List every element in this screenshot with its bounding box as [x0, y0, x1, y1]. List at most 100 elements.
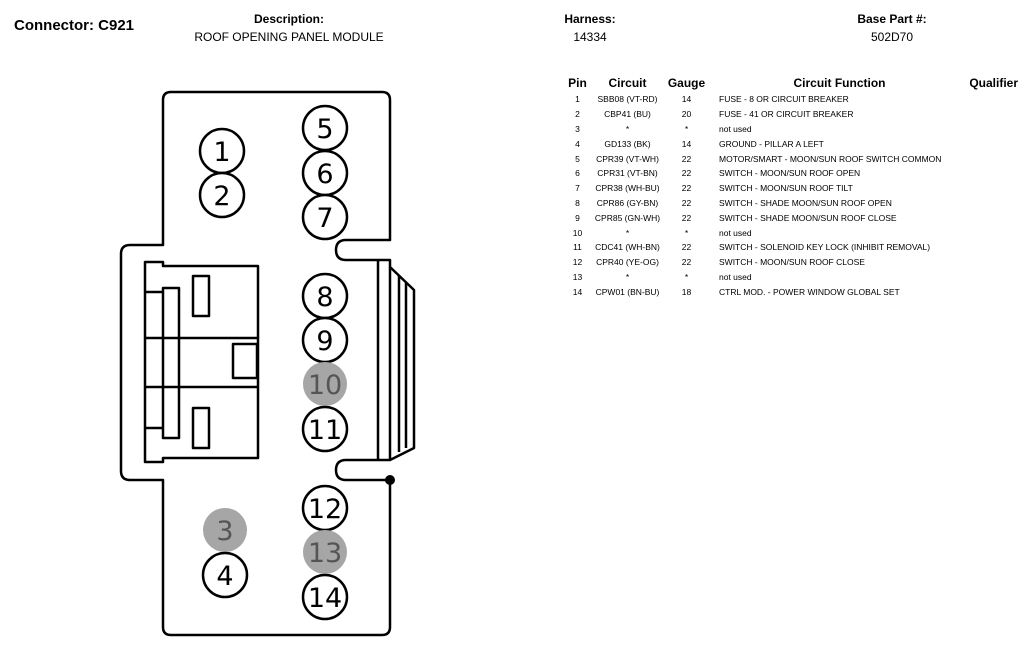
- table-row: 3 * * not used: [562, 122, 1018, 137]
- pin-circle: [198, 171, 246, 219]
- connector-title: Connector: C921: [14, 17, 135, 34]
- cell-function: SWITCH - SOLENOID KEY LOCK (INHIBIT REMO…: [719, 242, 931, 253]
- cell-pin: 8: [575, 197, 580, 208]
- pin-label: 12: [308, 494, 342, 525]
- pin-10: 10: [303, 362, 347, 406]
- cell-qualifier: [968, 270, 1018, 285]
- table-row: 13**not used: [562, 270, 1018, 285]
- cell-qualifier: [968, 196, 1018, 211]
- cell-qualifier: [968, 255, 1018, 270]
- cell-qualifier: [968, 225, 1018, 240]
- cell-gauge: 22: [681, 242, 692, 253]
- cell-gauge: 22: [681, 257, 692, 268]
- header-circuit: Circuit: [608, 76, 647, 90]
- cell-function: CTRL MOD. - POWER WINDOW GLOBAL SET: [719, 286, 900, 297]
- cell-circuit: CDC41 (WH-BN): [595, 242, 660, 253]
- cell-gauge: 20: [681, 109, 692, 120]
- cell-gauge: 22: [681, 212, 692, 223]
- latch-key: [231, 342, 259, 380]
- latch-tab: [191, 406, 211, 450]
- cell-function: SWITCH - MOON/SUN ROOF OPEN: [719, 168, 861, 179]
- cell-function: FUSE - 8 OR CIRCUIT BREAKER: [719, 94, 849, 105]
- latch-tab: [191, 274, 211, 318]
- pin-5: 5: [301, 104, 349, 152]
- pin-label: 13: [308, 538, 342, 569]
- cell-gauge: *: [684, 123, 689, 134]
- latch-bar: [161, 286, 181, 440]
- pin-11: 11: [301, 405, 349, 453]
- cell-function: FUSE - 41 OR CIRCUIT BREAKER: [719, 109, 854, 120]
- description-value: ROOF OPENING PANEL MODULE: [194, 30, 384, 44]
- cell-function: GROUND - PILLAR A LEFT: [719, 138, 824, 149]
- pin-3: 3: [203, 508, 247, 552]
- cell-circuit: CPR31 (VT-BN): [597, 168, 658, 179]
- pin-4: 4: [201, 551, 249, 599]
- cell-gauge: 14: [681, 138, 692, 149]
- table-row: 10**not used: [562, 225, 1018, 240]
- connector-housing-outline: [119, 90, 416, 637]
- cell-gauge: 22: [681, 183, 692, 194]
- cell-circuit: CPR85 (GN-WH): [594, 212, 661, 223]
- cell-qualifier: [968, 136, 1018, 151]
- cell-pin: 4: [575, 138, 580, 149]
- cell-qualifier: [968, 240, 1018, 255]
- pin-6: 6: [301, 149, 349, 197]
- pin-14: 14: [301, 573, 349, 621]
- pin-circle: [301, 193, 349, 241]
- cell-function: MOTOR/SMART - MOON/SUN ROOF SWITCH COMMO…: [719, 153, 942, 164]
- cell-pin: 1: [575, 94, 580, 105]
- pin-circle: [301, 573, 349, 621]
- pin-7: 7: [301, 193, 349, 241]
- cell-gauge: 18: [681, 286, 692, 297]
- pin-label: 14: [308, 583, 342, 614]
- cell-circuit: CPR39 (VT-WH): [596, 153, 659, 164]
- cell-qualifier: [968, 166, 1018, 181]
- cell-pin: 9: [575, 212, 580, 223]
- pin-label: 3: [216, 516, 233, 547]
- cell-pin: 11: [573, 242, 582, 253]
- connector-inner-cavity: [143, 260, 260, 464]
- pin-table-header-row: Pin Circuit Gauge Circuit Function Quali…: [562, 76, 1018, 92]
- cell-pin: 3: [575, 123, 580, 134]
- pin-2: 2: [198, 171, 246, 219]
- cell-circuit: *: [625, 123, 630, 134]
- cell-gauge: 22: [681, 197, 692, 208]
- pin-label: 4: [216, 561, 233, 592]
- cell-gauge: 22: [681, 168, 692, 179]
- pin-8: 8: [301, 272, 349, 320]
- pin-1: 1: [198, 127, 246, 175]
- cell-gauge: 22: [681, 153, 692, 164]
- cell-circuit: *: [625, 227, 630, 238]
- pin-circle: [303, 362, 347, 406]
- cell-function: SWITCH - SHADE MOON/SUN ROOF CLOSE: [719, 212, 897, 223]
- cell-function: SWITCH - MOON/SUN ROOF TILT: [719, 183, 853, 194]
- pin-label: 2: [213, 181, 230, 212]
- pin-12: 12: [301, 484, 349, 532]
- harness-label: Harness:: [564, 12, 616, 26]
- cell-pin: 10: [572, 227, 583, 238]
- cell-qualifier: [968, 92, 1018, 107]
- pin-table: Pin Circuit Gauge Circuit Function Quali…: [562, 76, 1018, 299]
- cell-qualifier: [968, 210, 1018, 225]
- cell-function: not used: [719, 123, 752, 134]
- description-label: Description:: [253, 12, 324, 26]
- pin-circle: [303, 530, 347, 574]
- latch-dot: [385, 475, 395, 485]
- cell-qualifier: [968, 122, 1018, 137]
- table-row: 9 CPR85 (GN-WH) 22 SWITCH - SHADE MOON/SUN …: [562, 210, 1018, 225]
- pin-label: 7: [316, 203, 333, 234]
- cell-pin: 14: [572, 286, 583, 297]
- pin-circle: [301, 405, 349, 453]
- base-part-label: Base Part #:: [857, 12, 927, 26]
- pin-label: 1: [213, 137, 230, 168]
- cell-circuit: *: [625, 271, 630, 282]
- pin-label: 6: [316, 159, 333, 190]
